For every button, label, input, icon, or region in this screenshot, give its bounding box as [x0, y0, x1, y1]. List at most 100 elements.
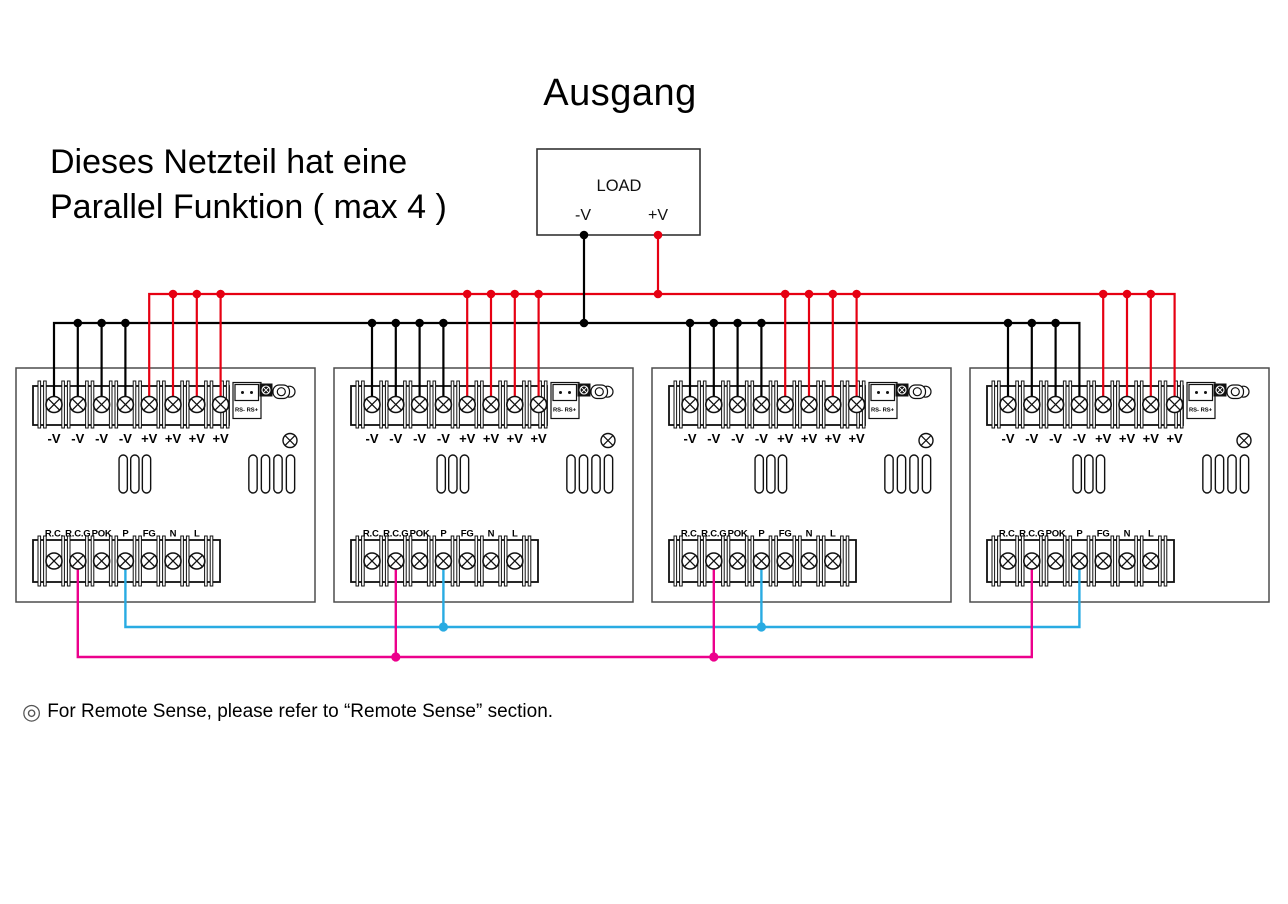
top-terminal-label: +V	[530, 431, 547, 446]
junction-dot	[709, 318, 719, 328]
bottom-terminal-label: N	[170, 529, 177, 540]
junction-dot	[391, 652, 401, 662]
top-terminal-label: +V	[801, 431, 818, 446]
junction-dot	[168, 289, 178, 299]
bottom-terminal-label: POK	[728, 529, 748, 540]
terminal-slot	[755, 398, 768, 411]
top-terminal-label: -V	[684, 431, 697, 446]
bottom-terminal-label: P	[758, 529, 765, 540]
screw-slot	[580, 386, 588, 394]
vent-slot	[603, 454, 614, 494]
screw-slot	[1238, 435, 1250, 446]
junction-dot	[510, 289, 520, 299]
vent-slot	[436, 454, 447, 494]
load-positive-label: +V	[648, 207, 668, 224]
bottom-terminal-label: R.C.G	[383, 529, 408, 540]
terminal-slot	[166, 554, 180, 568]
vent-slot	[1239, 454, 1250, 494]
junction-dot	[756, 622, 767, 632]
junction-dot	[534, 289, 543, 299]
vent-slot	[909, 454, 919, 494]
terminal-slot	[1120, 554, 1134, 568]
divider-post	[673, 380, 678, 429]
divider-post	[673, 535, 678, 587]
terminal-slot	[365, 554, 379, 568]
vent-slot	[566, 454, 576, 494]
terminal-slot	[826, 398, 839, 411]
connector-pin	[568, 391, 571, 394]
bottom-terminal-label: R.C.	[363, 529, 381, 540]
top-terminal-label: +V	[1166, 431, 1183, 446]
vent-slot	[591, 454, 601, 494]
bottom-terminal-label: N	[806, 529, 813, 540]
parallel-bus-wire	[124, 561, 1081, 629]
bottom-terminal-label: P	[1076, 529, 1083, 540]
terminal-slot	[1144, 554, 1157, 568]
led-hole	[1230, 387, 1240, 397]
terminal-slot	[755, 554, 768, 568]
junction-dot	[579, 230, 589, 240]
terminal-slot	[166, 398, 180, 411]
divider-post	[209, 535, 214, 587]
vent-slot	[1095, 454, 1106, 494]
sense-connector	[870, 383, 896, 402]
top-terminal-label: -V	[48, 431, 61, 446]
bottom-terminal-label: R.C.	[999, 529, 1017, 540]
load-label: LOAD	[597, 177, 642, 195]
top-terminal-label: +V	[212, 431, 229, 446]
junction-dot	[1027, 318, 1037, 328]
terminal-slot	[389, 398, 402, 411]
remote-sense-note: ◎For Remote Sense, please refer to “Remo…	[22, 699, 553, 725]
bottom-terminal-label: N	[1124, 529, 1131, 540]
terminal-slot	[484, 398, 498, 411]
screw-slot	[920, 435, 932, 446]
terminal-slot	[365, 398, 379, 411]
junction-dot	[733, 318, 742, 328]
terminal-slot	[143, 554, 156, 568]
terminal-slot	[484, 554, 498, 568]
top-terminal-label: -V	[413, 431, 426, 446]
terminal-slot	[1049, 554, 1062, 568]
bottom-terminal-label: R.C.	[45, 529, 63, 540]
top-terminal-label: -V	[1002, 431, 1015, 446]
terminal-slot	[731, 554, 744, 568]
junction-dot	[780, 289, 790, 299]
terminal-slot	[802, 554, 816, 568]
terminal-slot	[143, 398, 156, 411]
junction-dot	[216, 289, 225, 299]
screw-slot	[284, 435, 296, 446]
vent-slot	[578, 454, 589, 494]
terminal-slot	[389, 554, 402, 568]
bottom-terminal-label: R.C.G	[701, 529, 726, 540]
load-box: LOAD -V +V	[536, 148, 701, 236]
divider-post	[845, 535, 850, 587]
negative-bus-wire	[52, 321, 1081, 405]
top-terminal-label: -V	[95, 431, 108, 446]
terminal-slot	[731, 398, 744, 411]
terminal-slot	[508, 398, 521, 411]
terminal-slot	[437, 554, 450, 568]
junction-dot	[73, 318, 83, 328]
junction-dot	[1122, 289, 1132, 299]
bottom-terminal-label: POK	[92, 529, 112, 540]
vent-slot	[1202, 454, 1212, 494]
case-screw-icon	[282, 432, 298, 449]
top-terminal-label: +V	[459, 431, 476, 446]
top-terminal-label: +V	[777, 431, 794, 446]
mount-screw-icon	[261, 385, 271, 395]
screw-slot	[1216, 386, 1224, 394]
top-terminal-label: -V	[437, 431, 450, 446]
top-terminal-label: +V	[483, 431, 500, 446]
terminal-slot	[532, 398, 545, 411]
top-terminal-label: +V	[165, 431, 182, 446]
bottom-terminal-label: POK	[1046, 529, 1066, 540]
load-negative-label: -V	[575, 207, 591, 224]
screw-slot	[898, 386, 906, 394]
bottom-terminal-label: FG	[143, 529, 156, 540]
remote-bus-wire	[76, 561, 1033, 659]
terminal-slot	[850, 398, 863, 411]
terminal-slot	[119, 554, 132, 568]
wires-layer	[45, 230, 1184, 662]
terminal-slot	[413, 554, 426, 568]
